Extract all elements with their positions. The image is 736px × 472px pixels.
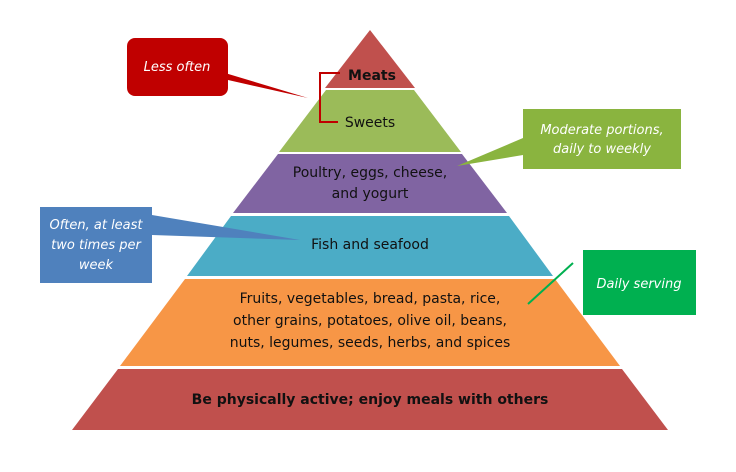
- tier-sweets: [279, 90, 461, 152]
- tier-label-activity: Be physically active; enjoy meals with o…: [192, 392, 549, 408]
- bracket-line: [319, 72, 340, 123]
- moderate-text-1: Moderate portions,: [540, 123, 663, 138]
- moderate-callout: [523, 109, 681, 169]
- tier-label-fruits-1: Fruits, vegetables, bread, pasta, rice,: [240, 291, 501, 307]
- tier-label-fruits-2: other grains, potatoes, olive oil, beans…: [233, 313, 507, 329]
- tier-label-fish: Fish and seafood: [311, 237, 429, 253]
- daily-callout: [583, 250, 696, 315]
- less-often-callout: [127, 38, 228, 96]
- often-text-1: Often, at least: [49, 218, 143, 233]
- tier-label-poultry-1: Poultry, eggs, cheese,: [293, 165, 447, 181]
- tier-fruits-grains: [120, 279, 620, 366]
- daily-pointer: [527, 262, 574, 305]
- tier-label-sweets: Sweets: [345, 115, 395, 131]
- tier-label-meats: Meats: [348, 68, 396, 84]
- tier-meats: [325, 30, 415, 88]
- moderate-pointer: [457, 138, 523, 166]
- often-callout: [40, 207, 152, 283]
- tier-activity: [72, 369, 668, 430]
- tier-poultry: [233, 154, 507, 213]
- often-pointer: [152, 215, 300, 240]
- less-often-pointer: [215, 70, 308, 98]
- often-text-3: week: [79, 258, 114, 273]
- tier-fish: [187, 216, 553, 276]
- often-text-2: two times per: [51, 238, 142, 253]
- moderate-text-2: daily to weekly: [553, 142, 651, 157]
- less-often-text: Less often: [144, 60, 211, 75]
- tier-label-fruits-3: nuts, legumes, seeds, herbs, and spices: [230, 335, 511, 351]
- tier-label-poultry-2: and yogurt: [332, 186, 409, 202]
- daily-text: Daily serving: [597, 277, 682, 292]
